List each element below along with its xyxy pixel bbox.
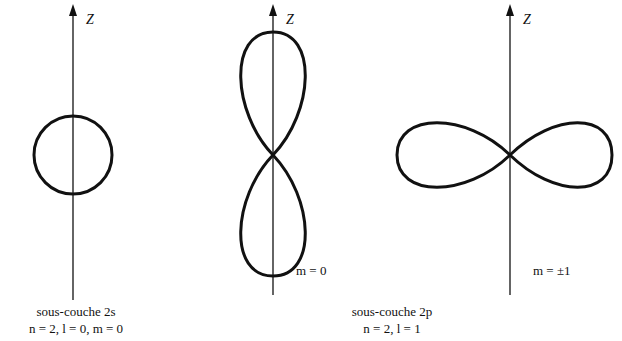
p-orbital-lobe: [510, 123, 612, 188]
axis-name: Z: [523, 12, 531, 27]
p-orbital-lobe: [397, 123, 510, 188]
z-axis: [72, 12, 73, 300]
axis-name: Z: [86, 12, 94, 27]
quantum-number-label: m = ±1: [533, 264, 571, 278]
axis-arrowhead: [269, 4, 277, 16]
p-orbital-lobe: [241, 32, 306, 155]
axis-name: Z: [286, 12, 294, 27]
subshell-name: sous-couche 2p: [352, 305, 433, 319]
quantum-numbers: n = 2, l = 1: [363, 322, 420, 336]
axis-arrowhead: [506, 4, 514, 16]
quantum-numbers: n = 2, l = 0, m = 0: [29, 322, 123, 336]
quantum-number-label: m = 0: [296, 264, 326, 278]
subshell-name: sous-couche 2s: [36, 305, 115, 319]
s-orbital: [34, 116, 112, 194]
p-orbital-lobe: [241, 155, 306, 276]
axis-arrowhead: [69, 4, 77, 16]
